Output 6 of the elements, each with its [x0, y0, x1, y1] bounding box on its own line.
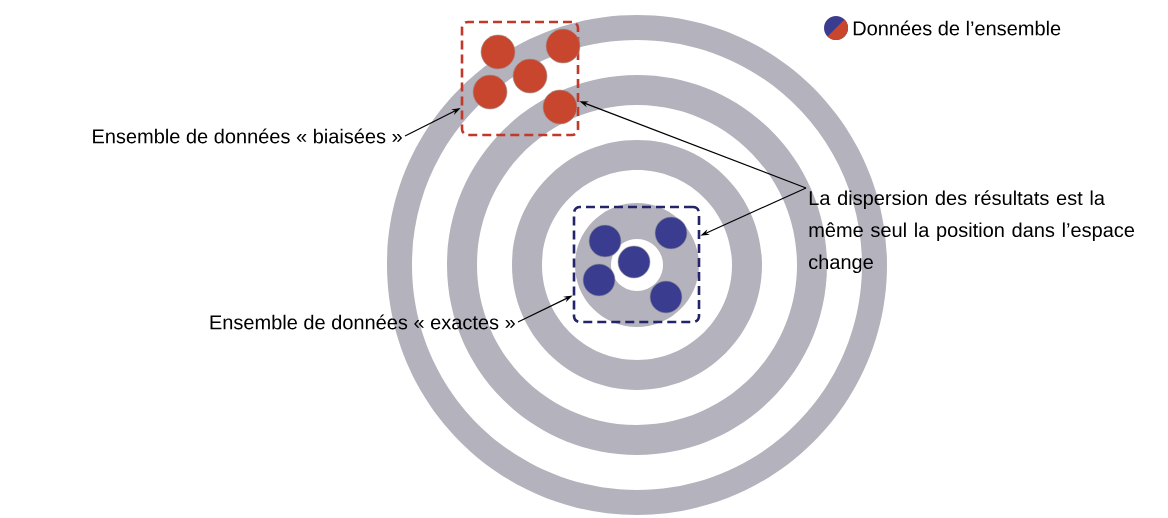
annotation-text: Ensemble de données « exactes » [210, 314, 515, 330]
dashed-frame [572, 205, 701, 324]
dashed-frame [460, 20, 580, 137]
legend-text: Données de l’ensemble [853, 20, 1061, 36]
annotation-text: La dispersion des résultats est la même seul la position dans l’espace change [809, 190, 1135, 274]
annotation-text: Ensemble de données « biaisées » [93, 128, 402, 144]
